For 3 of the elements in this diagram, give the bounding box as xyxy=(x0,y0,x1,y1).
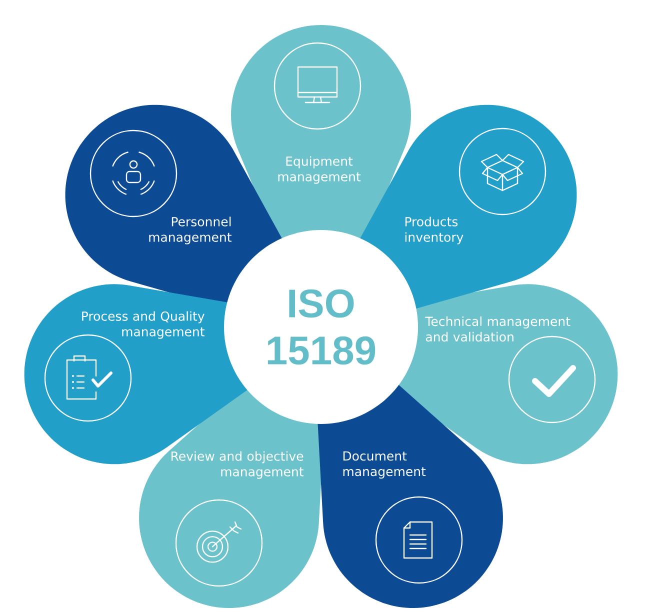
petal: Products inventory xyxy=(359,104,577,310)
petal: Review and objective management xyxy=(139,384,324,608)
petal: Document management xyxy=(318,384,503,608)
